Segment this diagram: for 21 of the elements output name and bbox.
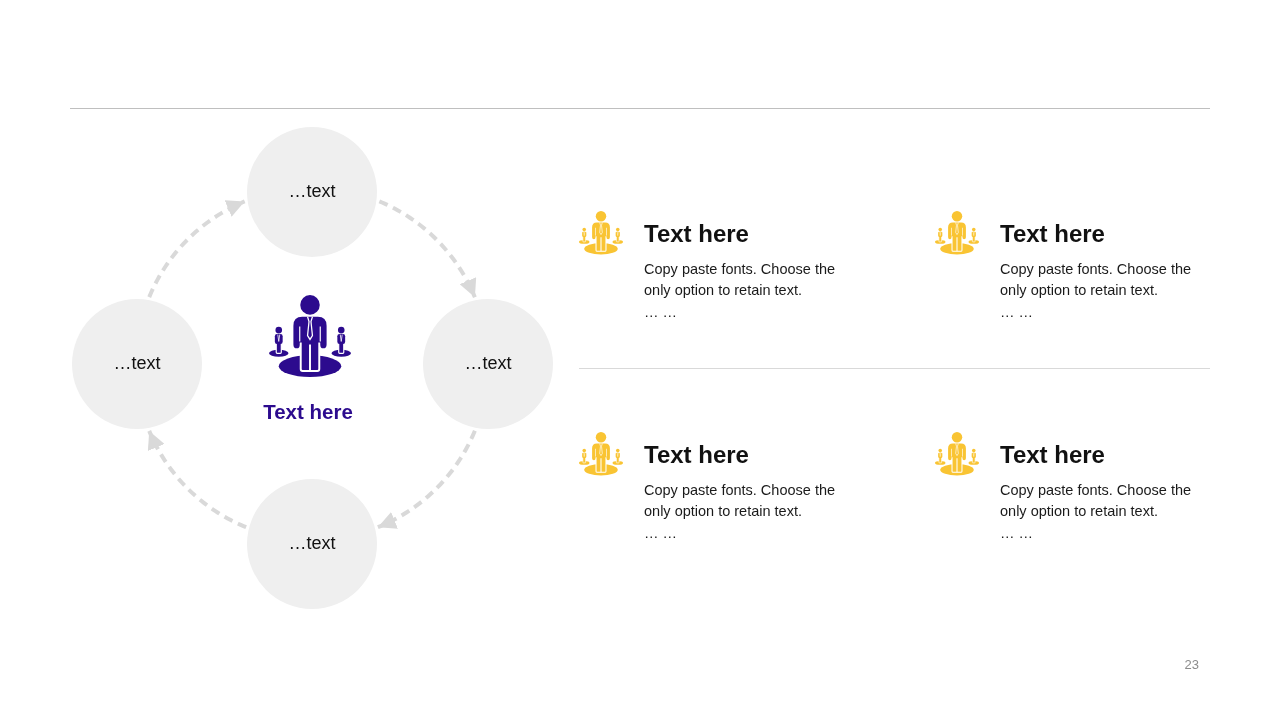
body-text: Copy paste fonts. Choose the only option to retain text. bbox=[644, 260, 837, 300]
node-text: …text bbox=[113, 353, 161, 375]
ellipsis-text: … … bbox=[644, 303, 679, 322]
node-text: …text bbox=[288, 533, 336, 555]
ellipsis-text: … … bbox=[644, 524, 679, 543]
node-text: …text bbox=[464, 353, 512, 375]
ellipsis-text: … … bbox=[1000, 524, 1035, 543]
heading: Text here bbox=[1000, 220, 1106, 248]
node-text: …text bbox=[288, 181, 336, 203]
heading: Text here bbox=[644, 220, 750, 248]
page-number: 23 bbox=[1183, 657, 1199, 673]
heading: Text here bbox=[1000, 441, 1106, 469]
caption-text: Text here bbox=[262, 400, 354, 424]
dashed-arrow bbox=[147, 430, 247, 530]
ellipsis-text: … … bbox=[1000, 303, 1035, 322]
body-text: Copy paste fonts. Choose the only option to retain text. bbox=[1000, 481, 1193, 521]
body-text: Copy paste fonts. Choose the only option to retain text. bbox=[1000, 260, 1193, 300]
heading: Text here bbox=[644, 441, 750, 469]
body-text: Copy paste fonts. Choose the only option to retain text. bbox=[644, 481, 837, 521]
dashed-arrow bbox=[378, 199, 477, 299]
dashed-arrow bbox=[147, 199, 246, 298]
